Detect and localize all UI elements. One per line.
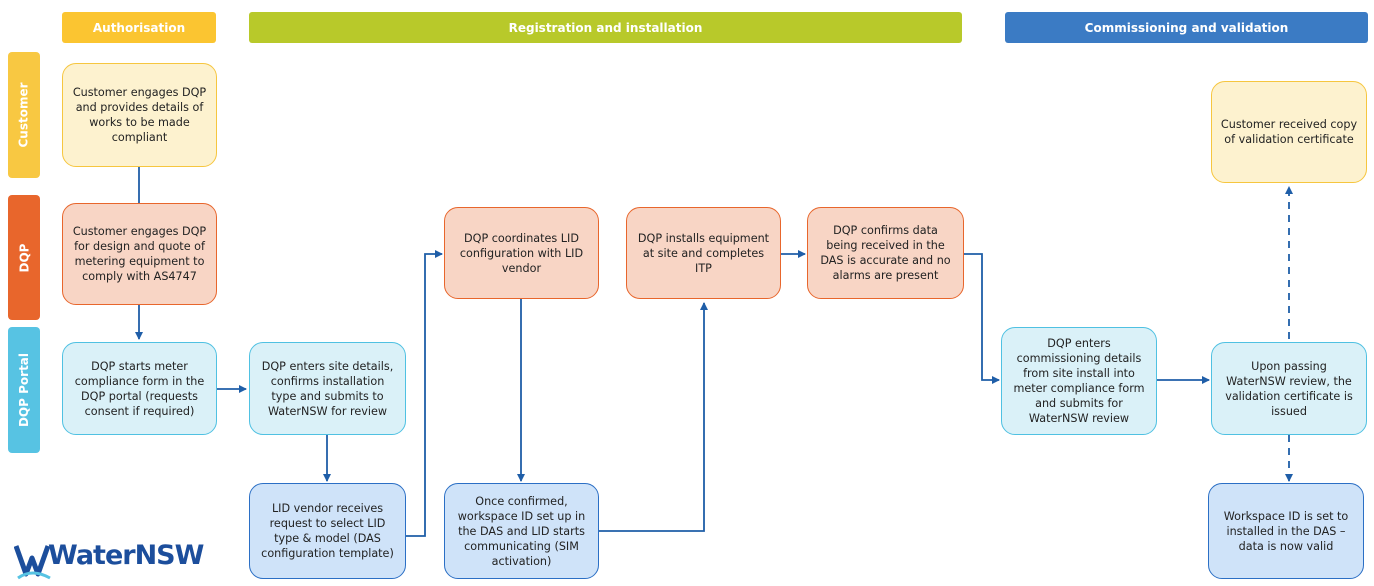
box-dqp-coordinates-lid: DQP coordinates LID configuration with L…: [444, 207, 599, 299]
box-lid-vendor-receives-text: LID vendor receives request to select LI…: [261, 502, 394, 560]
waternsw-logo-text: WaterNSW: [48, 540, 204, 571]
box-portal-commissioning-text: DQP enters commissioning details from si…: [1013, 337, 1145, 425]
box-dqp-confirms-data-text: DQP confirms data being received in the …: [820, 224, 951, 282]
box-portal-start-form: DQP starts meter compliance form in the …: [62, 342, 217, 435]
phase-registration-label: Registration and installation: [508, 20, 703, 35]
lane-portal: DQP Portal: [8, 327, 40, 453]
box-portal-site-details: DQP enters site details, confirms instal…: [249, 342, 406, 435]
box-dqp-coordinates-lid-text: DQP coordinates LID configuration with L…: [459, 231, 584, 275]
phase-commissioning: Commissioning and validation: [1005, 12, 1368, 43]
connector-confirmed-to-installs: [599, 302, 708, 532]
box-portal-site-details-text: DQP enters site details, confirms instal…: [261, 359, 394, 418]
box-customer-engages-text: Customer engages DQP and provides detail…: [72, 86, 207, 144]
box-portal-validation-issued: Upon passing WaterNSW review, the valida…: [1211, 342, 1367, 435]
box-customer-engages: Customer engages DQP and provides detail…: [62, 63, 217, 167]
box-customer-receives-copy-text: Customer received copy of validation cer…: [1220, 118, 1358, 146]
lane-dqp: DQP: [8, 195, 40, 320]
box-lid-workspace-installed-text: Workspace ID is set to installed in the …: [1223, 509, 1349, 553]
phase-authorisation: Authorisation: [62, 12, 216, 43]
box-lid-workspace-installed: Workspace ID is set to installed in the …: [1208, 483, 1364, 579]
lane-customer: Customer: [8, 52, 40, 178]
box-dqp-design-quote-text: Customer engages DQP for design and quot…: [72, 225, 207, 283]
box-portal-commissioning: DQP enters commissioning details from si…: [1001, 327, 1157, 435]
phase-authorisation-label: Authorisation: [92, 20, 186, 35]
box-dqp-confirms-data: DQP confirms data being received in the …: [807, 207, 964, 299]
box-dqp-installs-equipment: DQP installs equipment at site and compl…: [626, 207, 781, 299]
box-lid-workspace-setup-text: Once confirmed, workspace ID set up in t…: [457, 494, 586, 568]
box-portal-start-form-text: DQP starts meter compliance form in the …: [74, 359, 205, 418]
box-portal-validation-issued-text: Upon passing WaterNSW review, the valida…: [1225, 359, 1353, 418]
phase-commissioning-label: Commissioning and validation: [1084, 20, 1289, 35]
box-customer-receives-copy: Customer received copy of validation cer…: [1211, 81, 1367, 183]
connector-confirms-to-commission: [964, 253, 1000, 384]
waternsw-logo: WaterNSW: [14, 538, 204, 582]
box-dqp-design-quote: Customer engages DQP for design and quot…: [62, 203, 217, 305]
waternsw-logo-mark-icon: [14, 545, 51, 580]
box-lid-workspace-setup: Once confirmed, workspace ID set up in t…: [444, 483, 599, 579]
box-lid-vendor-receives: LID vendor receives request to select LI…: [249, 483, 406, 579]
connector-lid-to-coordinate: [406, 250, 443, 537]
phase-registration: Registration and installation: [249, 12, 962, 43]
box-dqp-installs-equipment-text: DQP installs equipment at site and compl…: [637, 231, 770, 275]
